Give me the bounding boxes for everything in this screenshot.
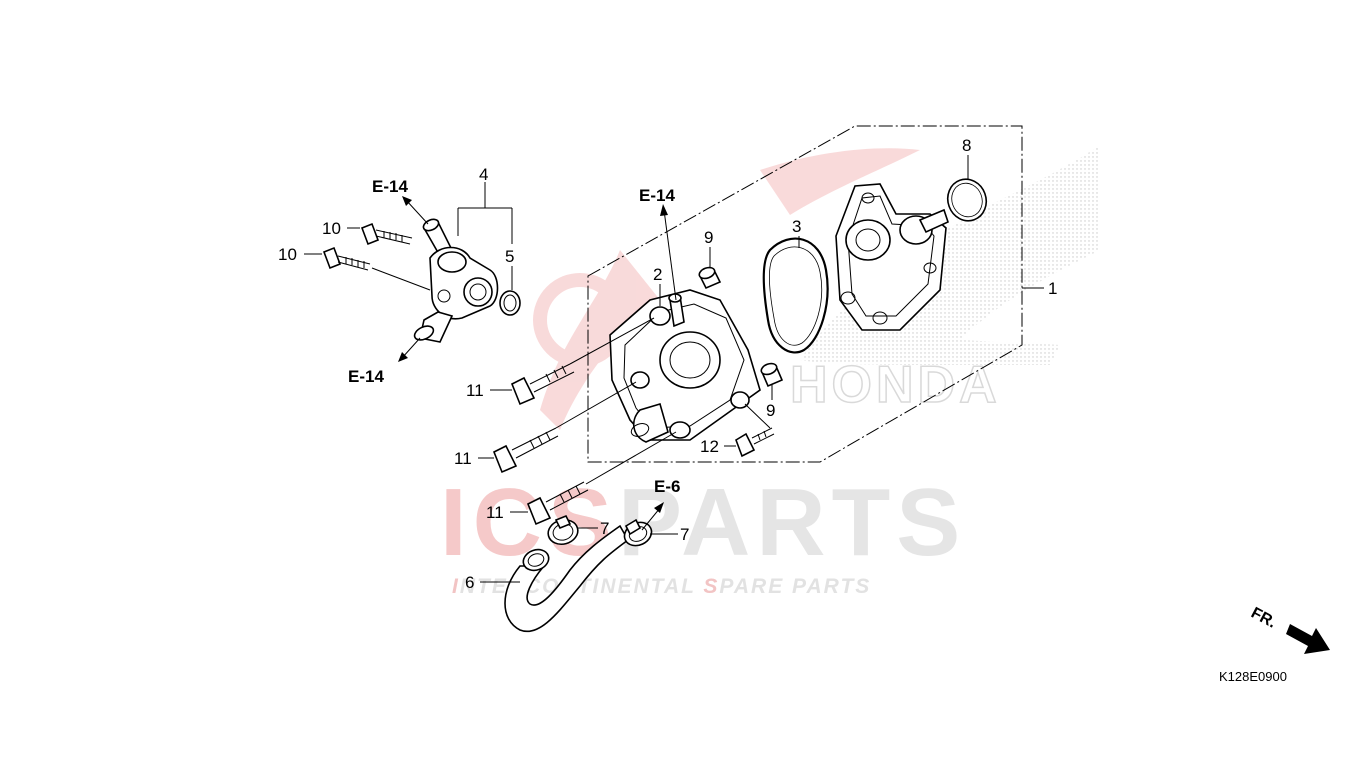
bolt-12-part <box>735 427 775 458</box>
front-arrow-icon <box>1286 624 1330 654</box>
bolt-11-lower-part <box>526 481 589 526</box>
watermark-tagline-s: S <box>703 575 719 598</box>
callout-9-lower: 9 <box>766 401 775 420</box>
pump-cover-part <box>609 289 761 443</box>
callout-10-lower: 10 <box>278 245 297 264</box>
o-ring-8-part <box>946 178 988 222</box>
diagram-code: K128E0900 <box>1219 669 1287 684</box>
callout-5: 5 <box>505 247 514 266</box>
bolt-10-upper-part <box>360 222 413 246</box>
callout-12: 12 <box>700 437 719 456</box>
leader-lines <box>304 155 1044 583</box>
o-ring-5-part <box>499 290 521 316</box>
bolt-11-middle-part <box>492 427 559 474</box>
callout-8: 8 <box>962 136 971 155</box>
assembly-boundary <box>587 125 1023 463</box>
callout-7-left: 7 <box>600 519 609 538</box>
callout-10-upper: 10 <box>322 219 341 238</box>
section-ref-e6: E-6 <box>654 477 680 496</box>
section-ref-e14-left-top: E-14 <box>372 177 408 196</box>
callout-9-upper: 9 <box>704 228 713 247</box>
honda-watermark-text: HONDA <box>790 356 1001 414</box>
callout-2: 2 <box>653 265 662 284</box>
watermark-brand-grey: PARTS <box>618 469 966 576</box>
water-pump-part <box>835 183 949 331</box>
svg-text:ICSPARTS: ICSPARTS <box>440 469 966 576</box>
front-direction-marker: FR. <box>1248 605 1330 654</box>
front-label: FR. <box>1248 605 1279 632</box>
callout-11-upper: 11 <box>466 381 484 400</box>
bolt-10-lower-part <box>322 246 371 271</box>
three-way-joint-part <box>413 218 499 343</box>
section-ref-e14-center: E-14 <box>639 186 675 205</box>
dowel-pin-9-upper-part <box>698 266 722 290</box>
watermark-tagline-2: PARE PARTS <box>719 575 871 598</box>
dowel-pin-9-lower-part <box>760 362 784 388</box>
callout-11-middle: 11 <box>454 449 472 468</box>
bolt-11-upper-part <box>510 363 575 406</box>
callout-4: 4 <box>479 165 488 184</box>
callout-7-right: 7 <box>680 525 689 544</box>
section-ref-e14-left-bottom: E-14 <box>348 367 384 386</box>
gasket-3-part <box>762 237 829 354</box>
watermark-tagline-i: I <box>452 575 460 598</box>
callout-11-lower: 11 <box>486 503 504 522</box>
callout-3: 3 <box>792 217 801 236</box>
hose-clamp-7-right-part <box>623 518 653 547</box>
hose-clamp-7-left-part <box>547 514 579 546</box>
callout-6: 6 <box>465 573 474 592</box>
ics-gear-logo <box>533 148 920 430</box>
callout-1: 1 <box>1048 279 1057 298</box>
